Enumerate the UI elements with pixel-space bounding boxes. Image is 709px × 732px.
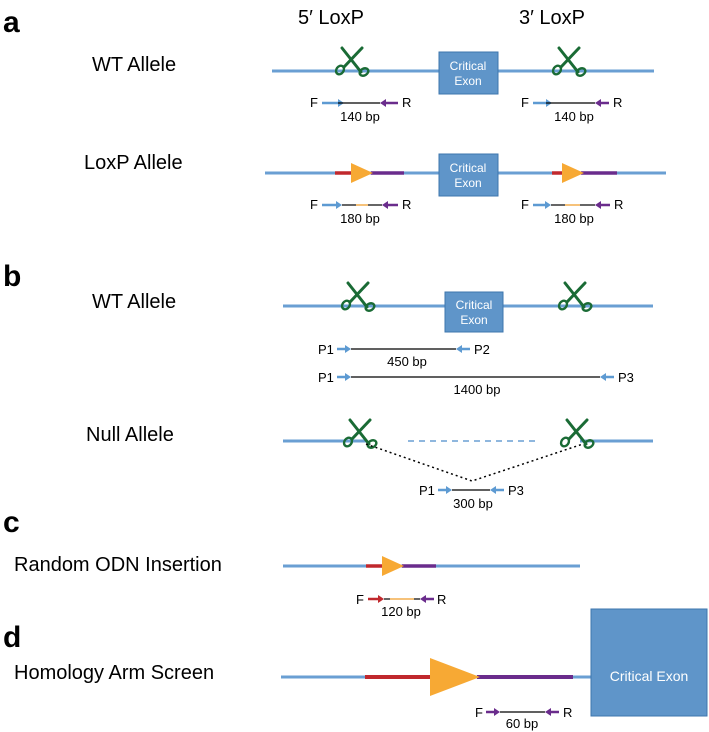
primer-p3-label: P3 <box>618 370 634 385</box>
primer-p1-label: P1 <box>419 483 435 498</box>
exon-label-line2: Exon <box>454 176 481 190</box>
product-size: 180 bp <box>340 211 380 226</box>
primer-r-label: R <box>613 95 622 110</box>
primer-arrow-icon <box>490 486 496 494</box>
primer-arrow-icon <box>420 595 426 603</box>
primer-arrow-icon <box>382 201 388 209</box>
scissors-icon <box>340 418 380 451</box>
header-5-loxp: 5′ LoxP <box>298 7 364 29</box>
primer-arrow-icon <box>456 345 462 353</box>
primer-arrow-icon <box>380 99 386 107</box>
primer-p1-label: P1 <box>318 342 334 357</box>
primer-arrow-icon <box>545 708 551 716</box>
product-size: 120 bp <box>381 604 421 619</box>
primer-arrow-icon <box>345 345 351 353</box>
scissors-icon <box>332 46 372 79</box>
loxp-triangle-icon <box>382 556 404 576</box>
primer-f-label: F <box>521 197 529 212</box>
product-size: 1400 bp <box>454 382 501 397</box>
product-size: 140 bp <box>554 109 594 124</box>
scissors-icon <box>555 281 595 314</box>
product-size: 300 bp <box>453 496 493 511</box>
loxp-triangle-icon <box>430 658 480 696</box>
header-3-loxp: 3′ LoxP <box>519 7 585 29</box>
primer-r-label: R <box>614 197 623 212</box>
panel-a-loxp-exon <box>438 153 499 197</box>
primer-p1-label: P1 <box>318 370 334 385</box>
panel-a-loxp-label: LoxP Allele <box>84 152 183 174</box>
panel-b-letter: b <box>3 260 21 293</box>
loxp-triangle-icon <box>562 163 584 183</box>
primer-r-label: R <box>402 95 411 110</box>
product-size: 60 bp <box>506 716 539 731</box>
primer-arrow-icon <box>494 708 500 716</box>
panel-a-wt-label: WT Allele <box>92 54 176 76</box>
primer-arrow-icon <box>595 99 601 107</box>
panel-b-wt-label: WT Allele <box>92 291 176 313</box>
exon-label-line2: Exon <box>454 74 481 88</box>
primer-r-label: R <box>402 197 411 212</box>
exon-label-line1: Critical <box>450 161 487 175</box>
primer-arrow-icon <box>345 373 351 381</box>
primer-arrow-icon <box>446 486 452 494</box>
panel-b-null-label: Null Allele <box>86 424 174 446</box>
primer-arrow-icon <box>600 373 606 381</box>
panel-d-letter: d <box>3 621 21 654</box>
primer-r-label: R <box>437 592 446 607</box>
primer-f-label: F <box>310 197 318 212</box>
product-size: 140 bp <box>340 109 380 124</box>
scissors-icon <box>338 281 378 314</box>
loxp-triangle-icon <box>351 163 373 183</box>
panel-b-wt-exon <box>444 291 504 333</box>
primer-p2-label: P2 <box>474 342 490 357</box>
scissors-icon <box>557 418 597 451</box>
primer-f-label: F <box>310 95 318 110</box>
panel-d-exon <box>590 608 708 717</box>
primer-arrow-icon <box>545 201 551 209</box>
primer-r-label: R <box>563 705 572 720</box>
primer-f-label: F <box>475 705 483 720</box>
panel-a-wt-exon <box>438 51 499 95</box>
primer-arrow-icon <box>336 201 342 209</box>
primer-f-label: F <box>356 592 364 607</box>
product-size: 450 bp <box>387 354 427 369</box>
exon-label-line1: Critical <box>456 298 493 312</box>
primer-f-label: F <box>521 95 529 110</box>
panel-a-letter: a <box>3 6 20 39</box>
exon-label-line2: Exon <box>460 313 487 327</box>
panel-c-letter: c <box>3 506 20 539</box>
primer-arrow-icon <box>378 595 384 603</box>
deletion-junction <box>365 443 584 482</box>
primer-p3-label: P3 <box>508 483 524 498</box>
scissors-icon <box>549 46 589 79</box>
exon-label: Critical Exon <box>610 668 689 684</box>
product-size: 180 bp <box>554 211 594 226</box>
panel-c-label: Random ODN Insertion <box>14 554 222 576</box>
exon-label-line1: Critical <box>450 59 487 73</box>
primer-arrow-icon <box>595 201 601 209</box>
panel-d-label: Homology Arm Screen <box>14 662 214 684</box>
